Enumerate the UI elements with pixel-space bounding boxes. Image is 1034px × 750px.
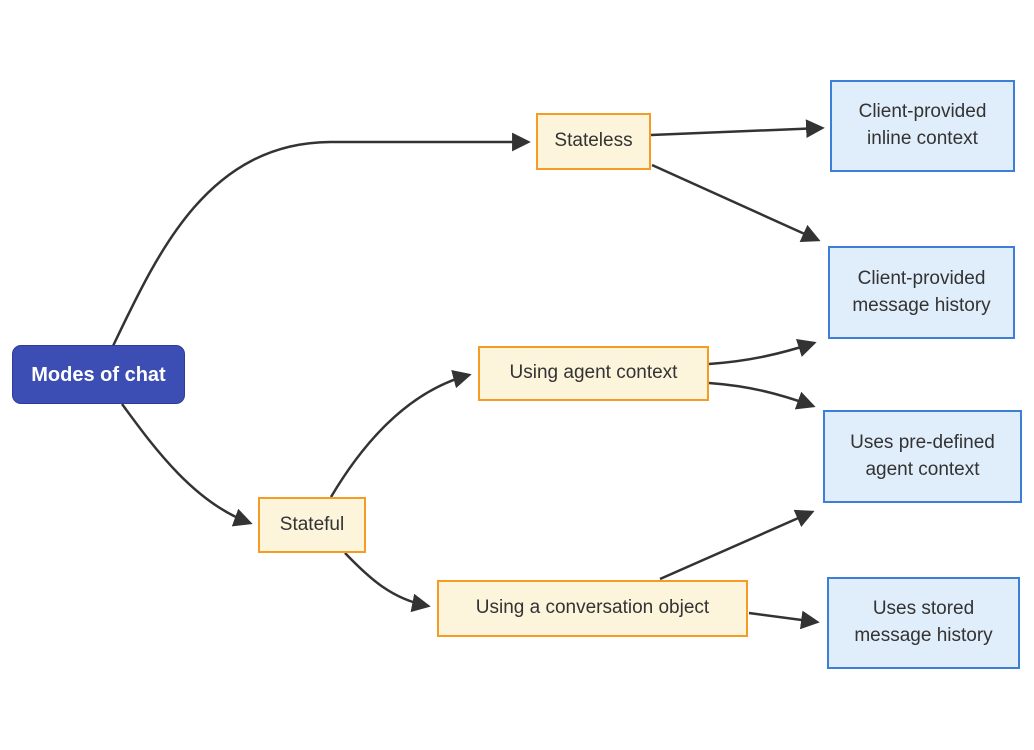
edge-stateless-to-message-history [651, 163, 821, 242]
edge-stateless-to-inline-context [650, 119, 825, 139]
edge-conversation-to-stored-history [748, 610, 820, 630]
edge-agent-context-to-predefined-context [708, 381, 816, 410]
node-client-provided-inline-context: Client-provided inline context [830, 80, 1015, 172]
node-uses-pre-defined-agent-context: Uses pre-defined agent context [823, 410, 1022, 503]
edge-modes-to-stateful [120, 403, 253, 527]
node-using-agent-context: Using agent context [478, 346, 709, 401]
edge-modes-to-stateless [111, 132, 531, 347]
edge-stateful-to-agent-context [329, 370, 472, 498]
node-uses-stored-message-history: Uses stored message history [827, 577, 1020, 669]
edge-stateful-to-conversation [344, 552, 431, 613]
node-stateless: Stateless [536, 113, 651, 170]
node-modes-of-chat: Modes of chat [12, 345, 185, 404]
edge-conversation-to-predefined-context [659, 509, 815, 581]
edge-agent-context-to-message-history [708, 338, 817, 366]
node-stateful: Stateful [258, 497, 366, 553]
node-client-provided-message-history: Client-provided message history [828, 246, 1015, 339]
node-using-a-conversation-object: Using a conversation object [437, 580, 748, 637]
